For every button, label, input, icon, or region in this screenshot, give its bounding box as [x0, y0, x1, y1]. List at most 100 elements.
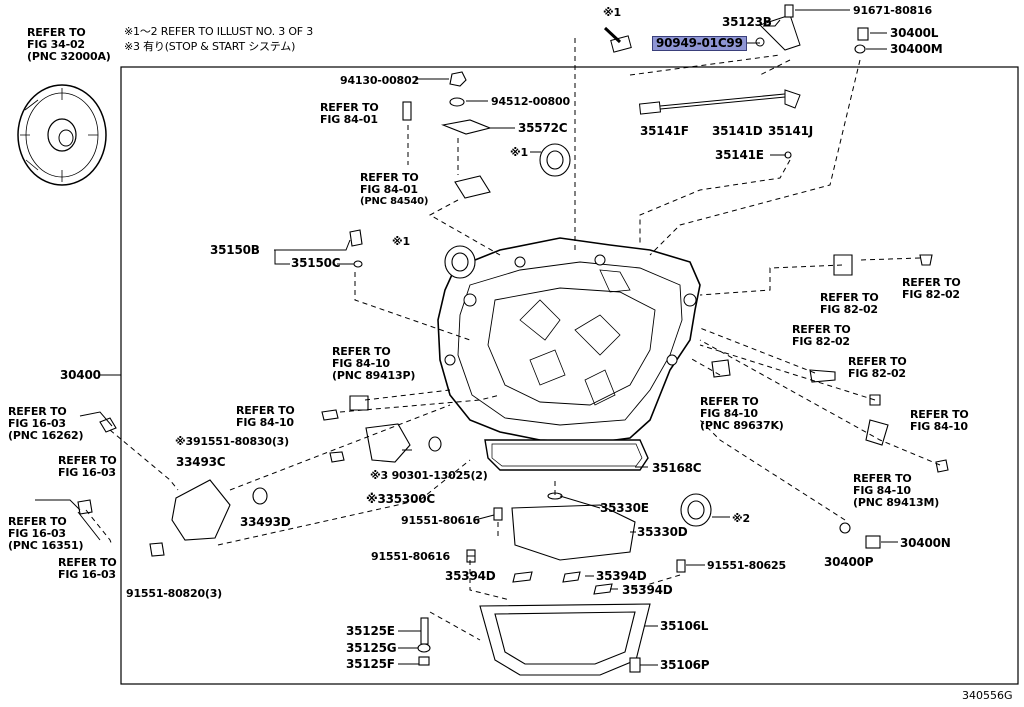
shaft-35141d-drawing — [603, 14, 801, 115]
part-35141d[interactable]: 35141D — [712, 124, 763, 138]
ref-84-01-b[interactable]: REFER TO FIG 84-01 (PNC 84540) — [360, 172, 428, 208]
mark-star1-c: ※1 — [392, 235, 410, 248]
ref-line: REFER TO — [236, 404, 295, 417]
ref-line: (PNC 16351) — [8, 539, 84, 552]
ref-line: FIG 16-03 — [58, 568, 116, 581]
part-33493d[interactable]: 33493D — [240, 515, 291, 529]
part-35141j[interactable]: 35141J — [768, 124, 814, 138]
part-35394d-c[interactable]: 35394D — [622, 583, 673, 597]
part-90949-01c99-highlighted[interactable]: 90949-01C99 — [652, 36, 747, 51]
part-30400l[interactable]: 30400L — [890, 26, 939, 40]
part-35106p[interactable]: 35106P — [660, 658, 710, 672]
ref-line: REFER TO — [820, 291, 879, 304]
ref-84-10-e[interactable]: REFER TO FIG 84-10 (PNC 89413M) — [853, 473, 939, 509]
note-2: ※3 有り(STOP & START システム) — [124, 40, 296, 53]
mark-star2: ※2 — [732, 512, 750, 525]
ref-82-02-a[interactable]: REFER TO FIG 82-02 — [820, 292, 879, 316]
ref-line: (PNC 89413M) — [853, 496, 940, 509]
ref-line: (PNC 89637K) — [700, 419, 784, 432]
ref-84-10-a[interactable]: REFER TO FIG 84-10 (PNC 89413P) — [332, 346, 415, 382]
part-91551-80625[interactable]: 91551-80625 — [707, 559, 786, 572]
ref-line: FIG 82-02 — [792, 335, 850, 348]
ref-line: FIG 84-10 — [700, 407, 758, 420]
ref-line: REFER TO — [792, 323, 851, 336]
ref-line: FIG 82-02 — [848, 367, 906, 380]
part-35125f[interactable]: 35125F — [346, 657, 395, 671]
part-90301-13025[interactable]: ※3 90301-13025(2) — [370, 469, 488, 482]
ref-line: REFER TO — [58, 454, 117, 467]
part-35572c[interactable]: 35572C — [518, 121, 568, 135]
part-91551-80616-b[interactable]: 91551-80616 — [371, 550, 450, 563]
part-35168c[interactable]: 35168C — [652, 461, 702, 475]
ref-line: REFER TO — [902, 276, 961, 289]
ref-82-02-d[interactable]: REFER TO FIG 82-02 — [848, 356, 907, 380]
part-91551-80616-a[interactable]: 91551-80616 — [401, 514, 480, 527]
ref-line: (PNC 89413P) — [332, 369, 416, 382]
part-30400m[interactable]: 30400M — [890, 42, 943, 56]
small-parts-drawing — [77, 4, 949, 676]
ref-84-10-d[interactable]: REFER TO FIG 84-10 — [910, 409, 969, 433]
part-35141f[interactable]: 35141F — [640, 124, 689, 138]
part-35150c[interactable]: 35150C — [291, 256, 341, 270]
part-35394d-b[interactable]: 35394D — [596, 569, 647, 583]
ref-line: (PNC 16262) — [8, 429, 84, 442]
part-35125e[interactable]: 35125E — [346, 624, 395, 638]
part-391551-80830[interactable]: ※391551-80830(3) — [175, 435, 289, 448]
part-30400n[interactable]: 30400N — [900, 536, 951, 550]
ref-line: REFER TO — [910, 408, 969, 421]
ref-line: REFER TO — [8, 405, 67, 418]
ref-line: FIG 16-03 — [8, 527, 66, 540]
torque-converter-drawing — [17, 84, 107, 186]
ref-line: FIG 82-02 — [902, 288, 960, 301]
ref-line: FIG 84-10 — [332, 357, 390, 370]
ref-line: FIG 84-10 — [910, 420, 968, 433]
part-35300c[interactable]: ※335300C — [366, 492, 435, 506]
ref-84-10-c[interactable]: REFER TO FIG 84-10 (PNC 89637K) — [700, 396, 784, 432]
ref-line: (PNC 84540) — [360, 196, 429, 207]
ref-16-03-d[interactable]: REFER TO FIG 16-03 — [58, 557, 117, 581]
transmission-case-drawing — [437, 237, 701, 471]
ref-line: FIG 84-10 — [236, 416, 294, 429]
ref-line: REFER TO — [848, 355, 907, 368]
part-30400p[interactable]: 30400P — [824, 555, 874, 569]
ref-84-01-a[interactable]: REFER TO FIG 84-01 — [320, 102, 379, 126]
ref-84-10-b[interactable]: REFER TO FIG 84-10 — [236, 405, 295, 429]
ref-line: REFER TO — [320, 101, 379, 114]
part-35141e[interactable]: 35141E — [715, 148, 764, 162]
ref-line: REFER TO — [8, 515, 67, 528]
ref-line: FIG 34-02 — [27, 38, 85, 51]
ref-82-02-c[interactable]: REFER TO FIG 82-02 — [792, 324, 851, 348]
diagram-code: 340556G — [962, 689, 1013, 702]
part-35150b[interactable]: 35150B — [210, 243, 260, 257]
ref-line: REFER TO — [58, 556, 117, 569]
ref-line: REFER TO — [27, 26, 86, 39]
part-35394d-a[interactable]: 35394D — [445, 569, 496, 583]
leader-lines — [99, 9, 898, 666]
ref-line: FIG 84-01 — [320, 113, 378, 126]
ref-16-03-c[interactable]: REFER TO FIG 16-03 (PNC 16351) — [8, 516, 83, 552]
part-91671-80816[interactable]: 91671-80816 — [853, 4, 932, 17]
ref-82-02-b[interactable]: REFER TO FIG 82-02 — [902, 277, 961, 301]
ref-line: FIG 82-02 — [820, 303, 878, 316]
part-35123b[interactable]: 35123B — [722, 15, 772, 29]
dashed-leaders — [85, 38, 941, 641]
part-94130-00802[interactable]: 94130-00802 — [340, 74, 419, 87]
ref-16-03-a[interactable]: REFER TO FIG 16-03 (PNC 16262) — [8, 406, 83, 442]
ref-34-02[interactable]: REFER TO FIG 34-02 (PNC 32000A) — [27, 27, 111, 63]
ref-line: FIG 84-10 — [853, 484, 911, 497]
part-33493c[interactable]: 33493C — [176, 455, 226, 469]
part-91551-80820[interactable]: 91551-80820(3) — [126, 587, 223, 600]
part-35125g[interactable]: 35125G — [346, 641, 397, 655]
ref-line: (PNC 32000A) — [27, 50, 111, 63]
cooler-hoses — [35, 411, 113, 541]
part-30400[interactable]: 30400 — [60, 368, 101, 382]
ref-line: FIG 16-03 — [58, 466, 116, 479]
part-35330e[interactable]: 35330E — [600, 501, 649, 515]
part-35330d[interactable]: 35330D — [637, 525, 688, 539]
ref-line: FIG 16-03 — [8, 417, 66, 430]
part-35106l[interactable]: 35106L — [660, 619, 709, 633]
ref-line: REFER TO — [853, 472, 912, 485]
part-94512-00800[interactable]: 94512-00800 — [491, 95, 570, 108]
ref-16-03-b[interactable]: REFER TO FIG 16-03 — [58, 455, 117, 479]
